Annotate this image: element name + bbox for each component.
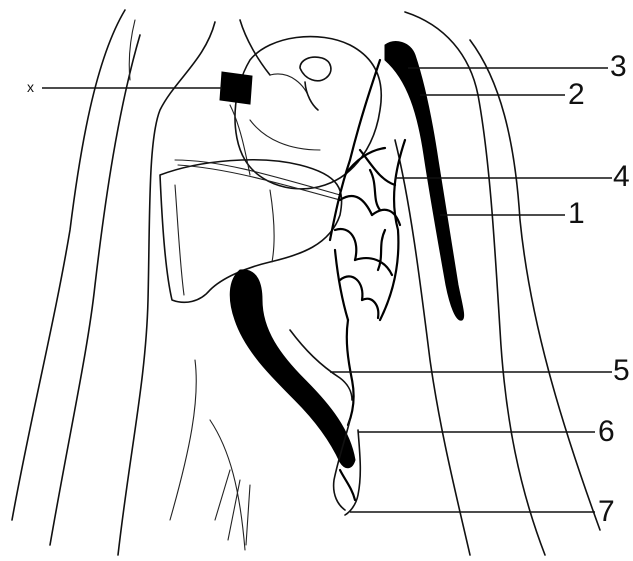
vein-segment-x — [220, 72, 252, 104]
label-4: 4 — [613, 162, 630, 192]
vein-long-right — [385, 42, 464, 321]
vein-lower-left — [230, 270, 355, 468]
label-7: 7 — [598, 497, 615, 527]
label-2: 2 — [568, 80, 585, 110]
collateral-network — [330, 60, 405, 425]
label-1: 1 — [568, 199, 585, 229]
label-x: x — [27, 80, 34, 94]
label-5: 5 — [613, 356, 630, 386]
leader-lines — [42, 68, 612, 512]
hatch-lower — [215, 470, 250, 545]
label-3: 3 — [610, 52, 627, 82]
label-6: 6 — [598, 417, 615, 447]
heart — [175, 37, 381, 200]
